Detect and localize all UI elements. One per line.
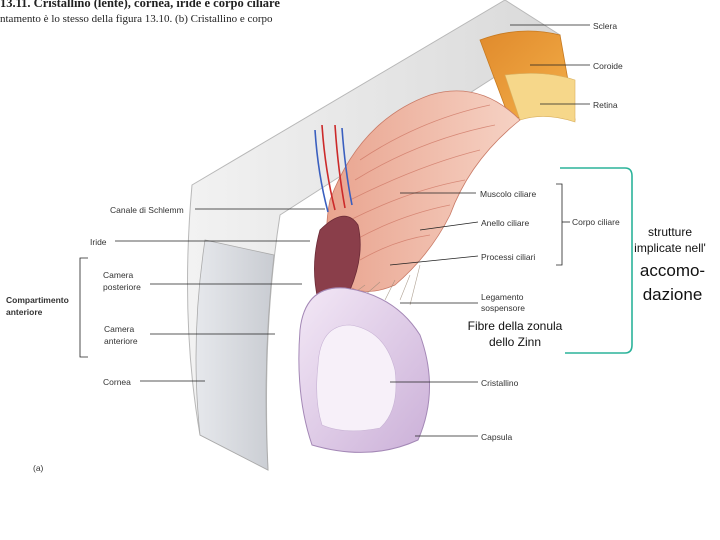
label-processi-ciliari: Processi ciliari — [481, 252, 536, 262]
label-legamento-2: sospensore — [481, 303, 525, 313]
fibre-zonula-line-1: Fibre della zonula — [467, 319, 563, 333]
label-muscolo-ciliare: Muscolo ciliare — [480, 189, 537, 199]
label-camera-anteriore-2: anteriore — [104, 336, 138, 346]
blood-vessels — [314, 124, 353, 213]
accomodazione-line-2: dazione — [642, 285, 703, 304]
label-cornea: Cornea — [103, 377, 131, 387]
accommodation-bracket — [560, 167, 633, 354]
label-coroide: Coroide — [593, 61, 623, 71]
accomodazione-line-1: accomo- — [639, 261, 706, 280]
panel-label: (a) — [33, 463, 44, 473]
fibre-zonula-line-2: dello Zinn — [488, 335, 542, 349]
figure-title: 13.11. Cristallino (lente), cornea, irid… — [0, 0, 280, 10]
label-anello-ciliare: Anello ciliare — [481, 218, 530, 228]
label-cristallino: Cristallino — [481, 378, 519, 388]
label-sclera: Sclera — [593, 21, 618, 31]
label-camera-posteriore-2: posteriore — [103, 282, 141, 292]
label-legamento-1: Legamento — [481, 292, 524, 302]
label-camera-posteriore-1: Camera — [103, 270, 134, 280]
label-compartimento-1: Compartimento — [6, 295, 69, 305]
label-iride: Iride — [90, 237, 107, 247]
leader-lines — [79, 24, 590, 437]
label-compartimento-2: anteriore — [6, 307, 43, 317]
retina-layer — [504, 73, 576, 123]
cornea-shape — [195, 239, 275, 471]
label-camera-anteriore-1: Camera — [104, 324, 135, 334]
lens-nucleus — [316, 324, 397, 432]
label-retina: Retina — [593, 100, 618, 110]
label-capsula: Capsula — [481, 432, 513, 442]
strutture-line-1: strutture — [647, 225, 692, 239]
figure-subtitle: ntamento è lo stesso della figura 13.10.… — [0, 13, 273, 25]
label-corpo-ciliare: Corpo ciliare — [572, 217, 620, 227]
label-canale-schlemm: Canale di Schlemm — [110, 205, 184, 215]
ciliary-stripes — [349, 104, 496, 261]
strutture-line-2: implicate nell' — [634, 241, 706, 255]
